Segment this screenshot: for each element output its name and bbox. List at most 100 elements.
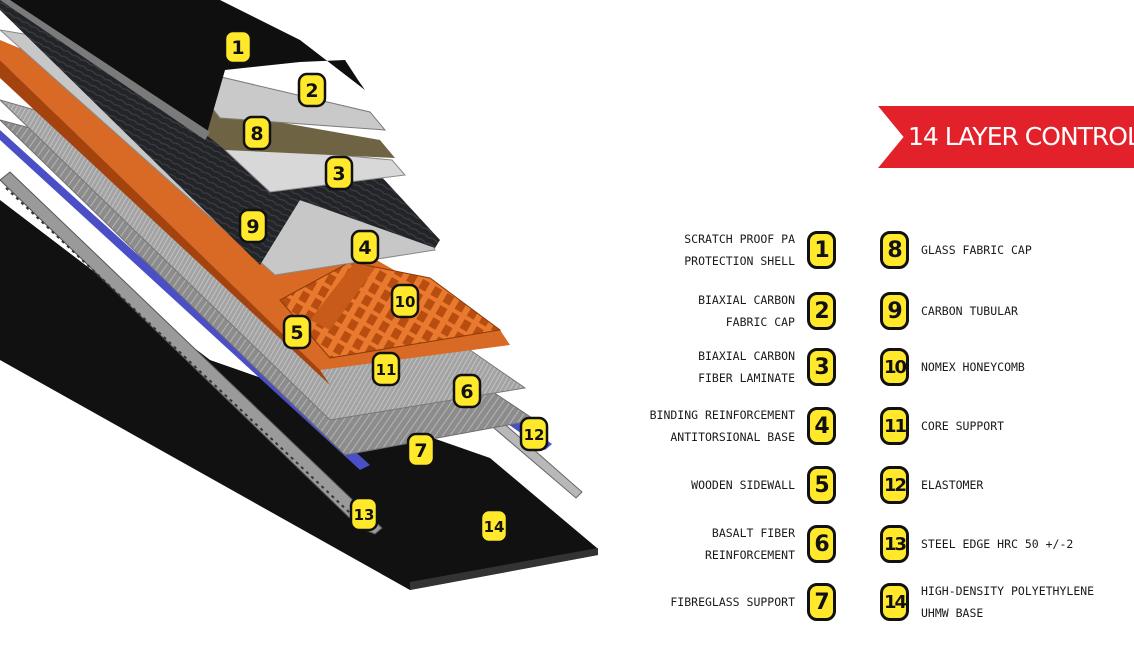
diagram-badge-1: 1 [223,29,253,65]
diagram-badge-7: 7 [406,432,436,468]
legend-label: BIAXIAL CARBON FABRIC CAP [698,289,795,333]
diagram-badge-4: 4 [350,229,380,265]
legend-label-line: BIAXIAL CARBON [698,349,795,363]
legend-badge: 14 [880,583,909,621]
diagram-badge-shape [479,508,509,544]
diagram-badge-shape [297,72,327,108]
legend-badge: 3 [807,348,836,386]
legend-label-line: WOODEN SIDEWALL [691,478,795,492]
diagram-badge-number: 5 [290,322,303,344]
legend-label: CARBON TUBULAR [921,300,1018,322]
diagram-badge-shape [371,351,401,387]
diagram-badge-9: 9 [238,208,268,244]
diagram-badge-5: 5 [282,314,312,350]
legend-item-5: WOODEN SIDEWALL 5 [691,461,836,509]
legend-badge: 8 [880,231,909,269]
legend-badge: 5 [807,466,836,504]
diagram-badge-13: 13 [349,496,379,532]
legend-label: BASALT FIBER REINFORCEMENT [705,522,795,566]
legend-label-line: PROTECTION SHELL [684,254,795,268]
legend-label-line: NOMEX HONEYCOMB [921,360,1025,374]
layer-10-honeycomb [279,261,502,359]
legend-label: CORE SUPPORT [921,415,1004,437]
legend-label-line: BASALT FIBER [711,526,795,540]
diagram-badge-2: 2 [297,72,327,108]
diagram-badge-number: 3 [332,163,345,185]
layer-1-protection-shell [0,0,365,140]
diagram-badge-number: 1 [231,37,244,59]
diagram-badge-shape [349,496,379,532]
diagram-badge-11: 11 [371,351,401,387]
legend-label-line: GLASS FABRIC CAP [921,243,1032,257]
diagram-badge-10: 10 [390,283,420,319]
layer-1-shell-edge [0,0,210,140]
diagram-badge-shape [350,229,380,265]
legend-label: HIGH-DENSITY POLYETHYLENE UHMW BASE [921,580,1094,624]
legend-label: FIBREGLASS SUPPORT [670,591,795,613]
legend-item-13: 13 STEEL EDGE HRC 50 +/-2 [880,520,1073,568]
diagram-badge-number: 8 [250,123,263,145]
legend-label-line: ANTITORSIONAL BASE [670,430,795,444]
legend-label-line: FABRIC CAP [725,315,795,329]
legend-badge: 11 [880,407,909,445]
legend-label-line: BIAXIAL CARBON [698,293,795,307]
diagram-badge-number: 14 [484,518,505,536]
legend-label-line: CARBON TUBULAR [921,304,1018,318]
diagram-badge-number: 6 [460,381,473,403]
diagram-badge-shape [519,416,549,452]
legend-item-11: 11 CORE SUPPORT [880,402,1004,450]
diagram-badge-shape [282,314,312,350]
diagram-badge-shape [324,155,354,191]
layer-11-core-support [310,262,375,330]
layer-13-edge-teeth [5,187,369,531]
legend-label-line: FIBREGLASS SUPPORT [670,595,795,609]
legend-label: STEEL EDGE HRC 50 +/-2 [921,533,1073,555]
legend-label-line: CORE SUPPORT [921,419,1005,433]
legend-label-line: UHMW BASE [921,606,984,620]
diagram-badge-shape [223,29,253,65]
legend-label-line: STEEL EDGE HRC 50 +/-2 [921,537,1074,551]
diagram-badge-shape [242,115,272,151]
diagram-badge-14: 14 [479,508,509,544]
legend-item-3: BIAXIAL CARBON FIBER LAMINATE 3 [698,343,836,391]
diagram-badge-number: 9 [246,216,259,238]
legend-item-8: 8 GLASS FABRIC CAP [880,226,1032,274]
legend-badge: 2 [807,292,836,330]
legend-label-line: ELASTOMER [921,478,984,492]
diagram-badge-number: 4 [358,237,371,259]
legend-label-line: HIGH-DENSITY POLYETHYLENE [921,584,1095,598]
legend-item-14: 14 HIGH-DENSITY POLYETHYLENE UHMW BASE [880,578,1094,626]
legend-label: BINDING REINFORCEMENT ANTITORSIONAL BASE [650,404,795,448]
diagram-badge-number: 7 [414,440,427,462]
diagram-badge-number: 10 [395,293,416,311]
diagram-badge-number: 13 [354,506,375,524]
legend-item-10: 10 NOMEX HONEYCOMB [880,343,1025,391]
diagram-badge-shape [406,432,436,468]
legend-label: GLASS FABRIC CAP [921,239,1032,261]
layer-count-banner: 14 LAYER CONTROL [878,106,1134,168]
diagram-badge-number: 11 [376,361,397,379]
legend-label: NOMEX HONEYCOMB [921,356,1025,378]
diagram-badge-12: 12 [519,416,549,452]
diagram-badge-number: 12 [524,426,545,444]
layer-5-sidewall-front [0,60,330,385]
diagram-badge-shape [390,283,420,319]
diagram-badge-shape [238,208,268,244]
legend-badge: 13 [880,525,909,563]
legend-label-line: FIBER LAMINATE [698,371,795,385]
legend-badge: 4 [807,407,836,445]
legend-label-line: REINFORCEMENT [704,548,795,562]
legend-label-line: BINDING REINFORCEMENT [649,408,795,422]
layer-13-steel-edge [0,171,383,535]
legend-item-4: BINDING REINFORCEMENT ANTITORSIONAL BASE 4 [650,402,836,450]
legend-label: WOODEN SIDEWALL [691,474,795,496]
legend-label: ELASTOMER [921,474,983,496]
legend-badge: 10 [880,348,909,386]
